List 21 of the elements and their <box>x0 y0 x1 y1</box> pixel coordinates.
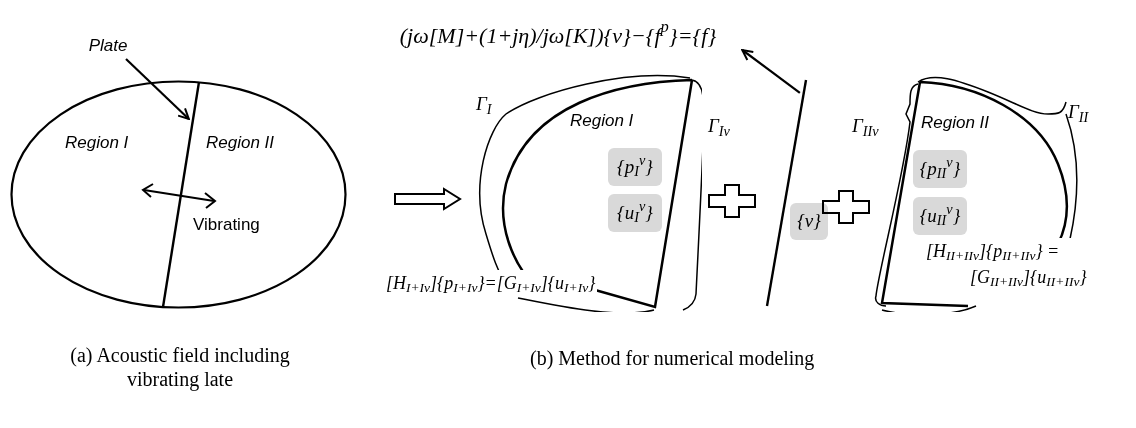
caption: (b) Method for numerical modeling <box>530 346 815 372</box>
boundary-label: Γ$_{I}$ <box>476 92 492 119</box>
variable-box: {v} <box>790 203 828 240</box>
region-label: Region I <box>65 132 129 154</box>
variable-box: {p$_{II}$$^{v}$} <box>913 150 967 188</box>
boundary-label: Γ$_{II}$ <box>1068 100 1089 127</box>
region-label: Region I <box>570 110 634 132</box>
variable-box: {u$_{I}$$^{v}$} <box>608 194 662 232</box>
region-label: Region II <box>206 132 275 154</box>
vibrating-label: Vibrating <box>193 214 260 236</box>
plate-label: Plate <box>78 33 138 59</box>
variable-box: {p$_{I}$$^{v}$} <box>608 148 662 186</box>
arrow <box>741 49 801 94</box>
region-label: Region II <box>921 112 990 134</box>
boundary-label: Γ$_{Iv}$ <box>708 114 730 141</box>
arrow <box>125 58 190 120</box>
variable-box: {u$_{II}$$^{v}$} <box>913 197 967 235</box>
equation: (jω[M]+(1+jη)/jω[K]){v}−{f$^{p}$}={f} <box>368 20 748 50</box>
boundary-label: Γ$_{IIv}$ <box>852 114 879 141</box>
hollow-arrow <box>394 187 462 211</box>
caption: (a) Acoustic field including vibrating late <box>69 343 291 391</box>
